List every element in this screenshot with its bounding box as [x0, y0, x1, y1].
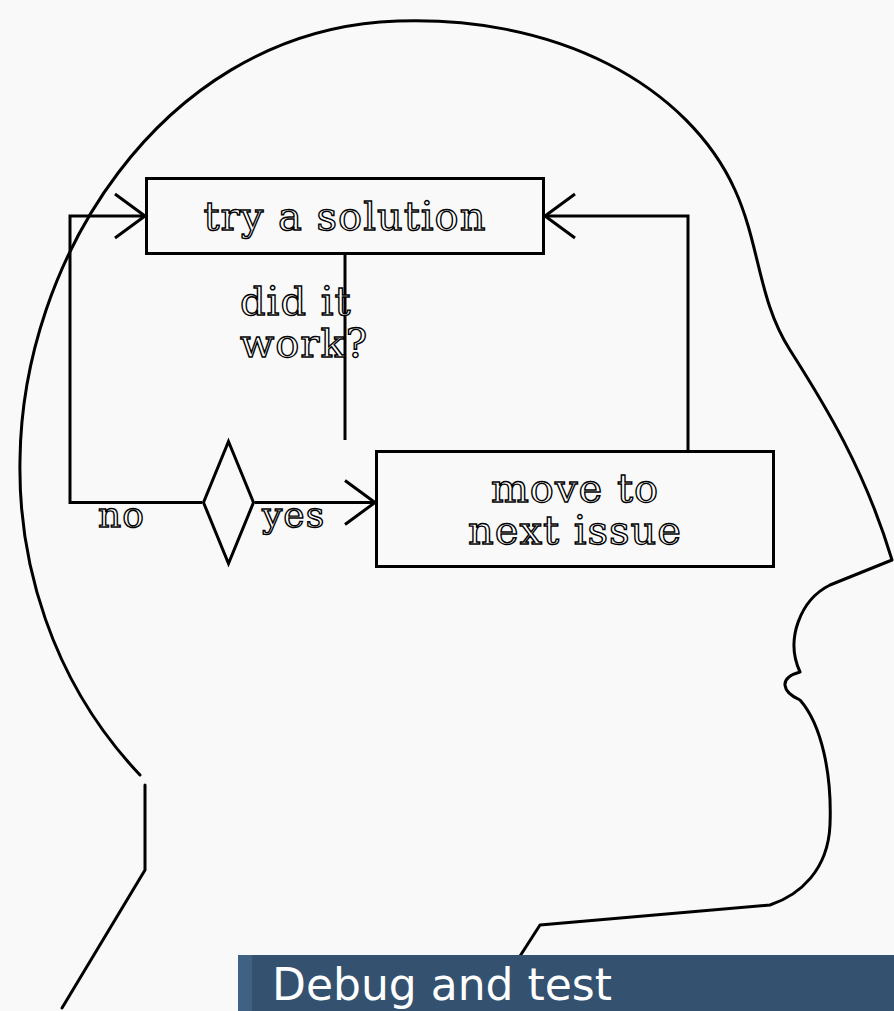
arrow-head: [545, 194, 575, 238]
band-title: Debug and test: [252, 955, 612, 1007]
process-box: try a solution: [145, 177, 545, 255]
diamond-shape: [204, 442, 254, 564]
connector-line: [545, 216, 688, 450]
decision-question: did it work?: [240, 280, 415, 364]
process-box: move to next issue: [375, 450, 775, 568]
edge-label: yes: [262, 496, 325, 534]
head-outline: [20, 21, 892, 995]
neck-back-line: [62, 785, 145, 1008]
flow-connector: [545, 194, 688, 450]
arrow-head: [115, 194, 145, 238]
edge-label: no: [98, 496, 145, 534]
arrow-head: [345, 481, 375, 525]
decision-diamond: did it work?: [202, 440, 255, 565]
box-label: move to next issue: [443, 467, 708, 551]
diamond-outline: [202, 440, 255, 565]
box-label: try a solution: [204, 195, 487, 237]
connector-line: [70, 216, 202, 503]
title-band: Debug and test: [238, 955, 894, 1011]
